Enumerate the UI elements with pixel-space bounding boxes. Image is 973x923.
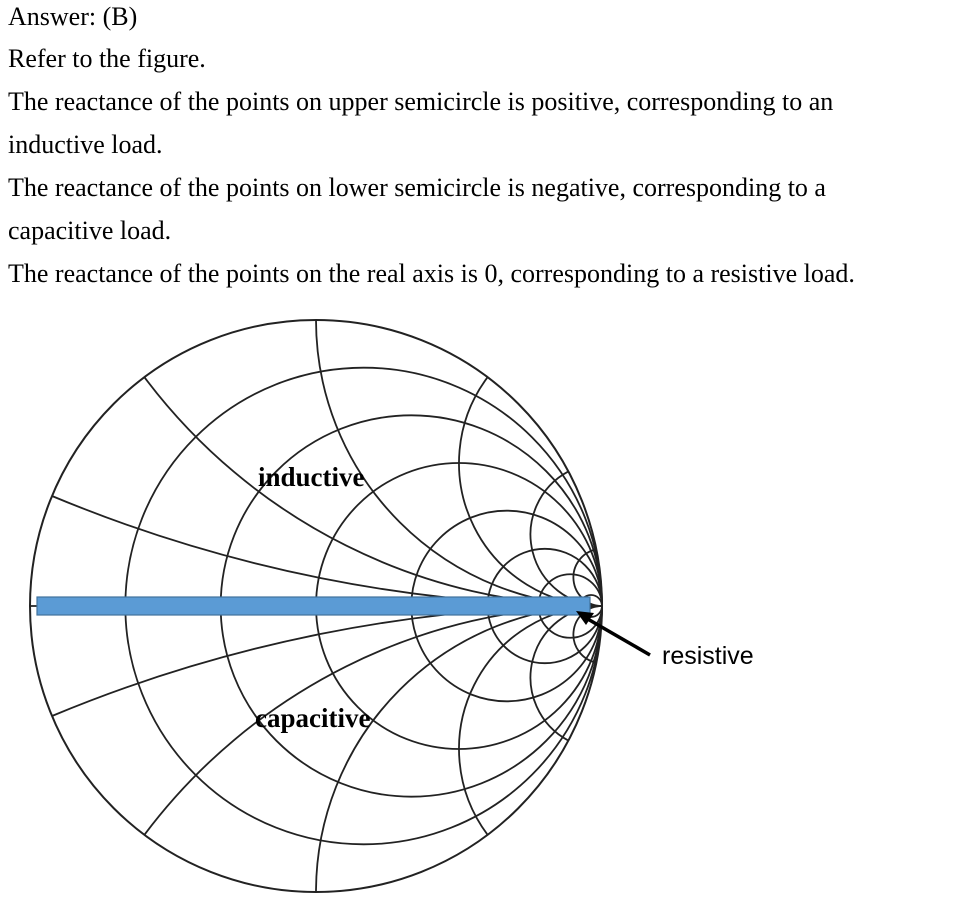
reactance-arc-inductive	[529, 470, 603, 607]
smith-chart-outer-circle	[29, 319, 603, 893]
upper-semicircle-line-1: The reactance of the points on upper sem…	[8, 87, 834, 116]
upper-semicircle-line-2: inductive load.	[8, 130, 163, 159]
refer-line: Refer to the figure.	[8, 44, 206, 73]
inductive-label: inductive	[258, 462, 365, 492]
real-axis-line: The reactance of the points on the real …	[8, 259, 855, 288]
reactance-arc-inductive	[572, 548, 603, 607]
resistive-arrow	[576, 611, 651, 657]
reactance-arc-inductive	[458, 376, 603, 607]
lower-semicircle-line-1: The reactance of the points on lower sem…	[8, 173, 826, 202]
reactance-arc-capacitive	[572, 605, 603, 664]
answer-line: Answer: (B)	[8, 2, 138, 31]
smith-chart-figure: inductive capacitive resistive	[29, 319, 754, 893]
reactance-arc-capacitive	[458, 605, 603, 836]
reactance-arc-capacitive	[529, 605, 603, 742]
capacitive-label: capacitive	[255, 703, 370, 733]
real-axis-highlight	[36, 596, 591, 616]
lower-semicircle-line-2: capacitive load.	[8, 216, 172, 245]
resistive-label: resistive	[662, 642, 754, 670]
